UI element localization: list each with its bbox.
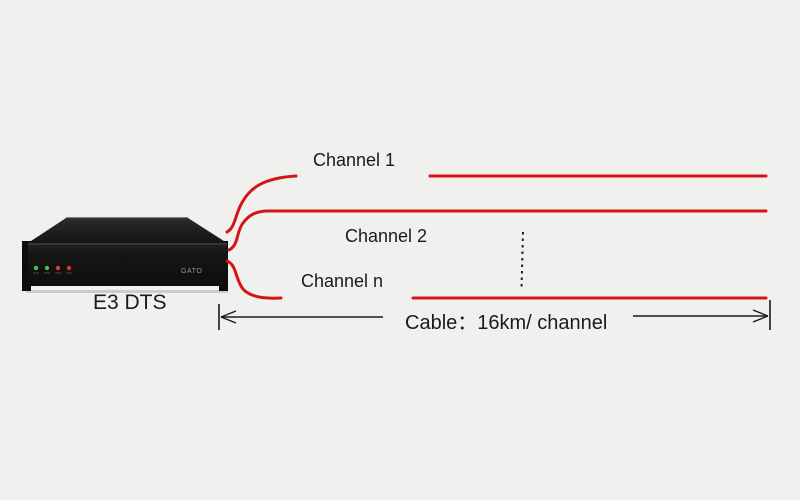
channel-1-fiber-squiggle <box>225 174 298 234</box>
cable-length-label: Cable：16km/ channel <box>405 312 608 334</box>
device-model-label: E3 DTS <box>93 291 167 314</box>
channel-n-fiber-squiggle <box>225 259 283 300</box>
device-left-ear <box>22 241 31 291</box>
device-top-surface <box>28 218 227 243</box>
led-indicator <box>44 265 50 271</box>
device-front-panel <box>28 243 227 286</box>
led-caption-mark <box>66 272 72 274</box>
led-caption-mark <box>33 272 39 274</box>
channel-2-fiber-line <box>227 209 768 252</box>
led-indicator <box>55 265 61 271</box>
led-indicator <box>33 265 39 271</box>
dimension-arrowhead-left <box>220 310 237 324</box>
channel-2-label: Channel 2 <box>345 226 428 246</box>
continuation-dotted-line <box>520 231 524 290</box>
device-brand-logo: GATO <box>181 268 203 275</box>
channel-n-label: Channel n <box>301 271 384 291</box>
device-shadow <box>26 290 228 293</box>
led-caption-mark <box>44 272 50 274</box>
dimension-arrowhead-right <box>752 309 769 323</box>
led-indicator <box>66 265 72 271</box>
led-caption-mark <box>55 272 61 274</box>
channel-1-label: Channel 1 <box>313 150 396 170</box>
